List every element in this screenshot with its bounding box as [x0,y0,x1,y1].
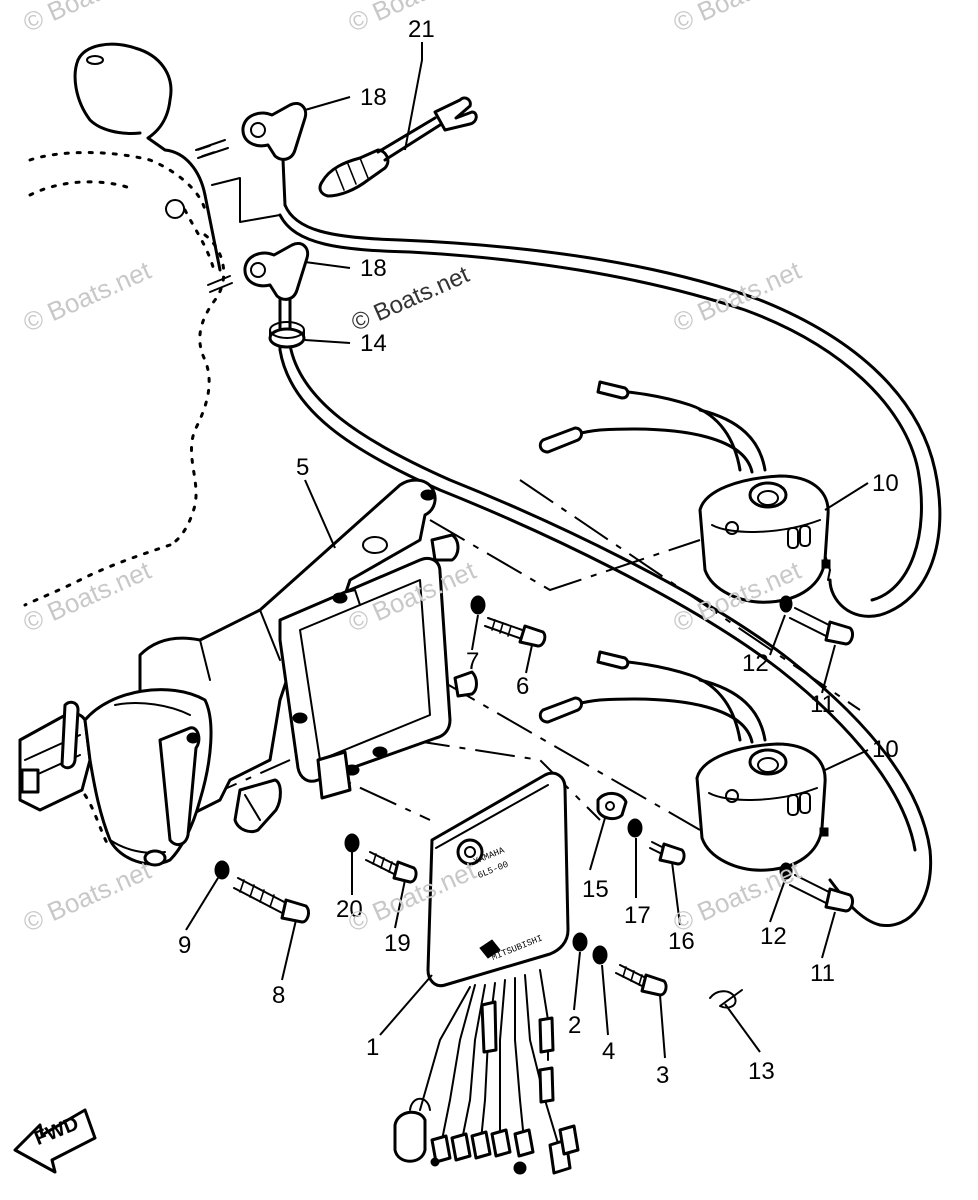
washer-20 [344,833,360,853]
grommet-14 [268,321,306,349]
callout-21: 21 [408,16,435,43]
callout-7: 7 [466,648,480,675]
cdi-wire-harness [393,969,580,1175]
callout-11-lower: 11 [810,960,835,987]
clip-13 [709,989,743,1009]
leader-lines [185,42,869,1059]
callout-10-upper: 10 [872,470,899,497]
callout-18-upper: 18 [360,84,387,111]
ignition-coil-upper [538,380,831,604]
washer-17 [627,818,643,838]
callout-3: 3 [656,1062,670,1089]
callout-4: 4 [602,1038,616,1065]
bolt-6 [484,617,547,648]
washer-2 [572,932,588,952]
mounted-module [278,557,452,800]
bolt-19 [365,851,418,884]
washer-4 [592,945,608,965]
bolt-8 [233,877,311,924]
coil-bolt-lower [779,862,855,913]
callout-13: 13 [748,1058,775,1085]
callout-5: 5 [296,454,310,481]
callout-12-lower: 12 [760,923,787,950]
callout-16: 16 [668,928,695,955]
ground-lead-21 [318,96,478,198]
callout-9: 9 [178,932,192,959]
clamp-15 [596,792,628,821]
callout-10-lower: 10 [872,736,899,763]
coil-bolt-upper [779,595,855,646]
callout-2: 2 [568,1012,582,1039]
clip-upper [430,533,460,562]
callout-17: 17 [624,902,651,929]
washer-9 [214,860,230,880]
washer-7 [470,595,486,615]
bolt-3 [615,964,668,997]
callout-6: 6 [516,673,530,700]
cap-bracket [211,177,281,223]
fwd-arrow [13,1108,97,1174]
plug-cap-lower [207,242,310,301]
callout-19: 19 [384,930,411,957]
clip-middle [453,670,478,698]
left-housing [18,688,213,867]
callout-1: 1 [366,1034,380,1061]
callout-15: 15 [582,876,609,903]
callout-18-lower: 18 [360,255,387,282]
callout-20: 20 [336,896,363,923]
high-tension-cords [278,203,942,928]
bolt-16 [649,841,686,866]
callout-8: 8 [272,982,286,1009]
cdi-unit-1 [426,771,570,988]
callout-12-upper: 12 [742,650,769,677]
ignition-coil-lower [538,650,829,872]
plug-cap-upper [195,102,308,207]
engine-outline [23,42,226,607]
callout-14: 14 [360,330,387,357]
callout-11-upper: 11 [810,691,835,718]
